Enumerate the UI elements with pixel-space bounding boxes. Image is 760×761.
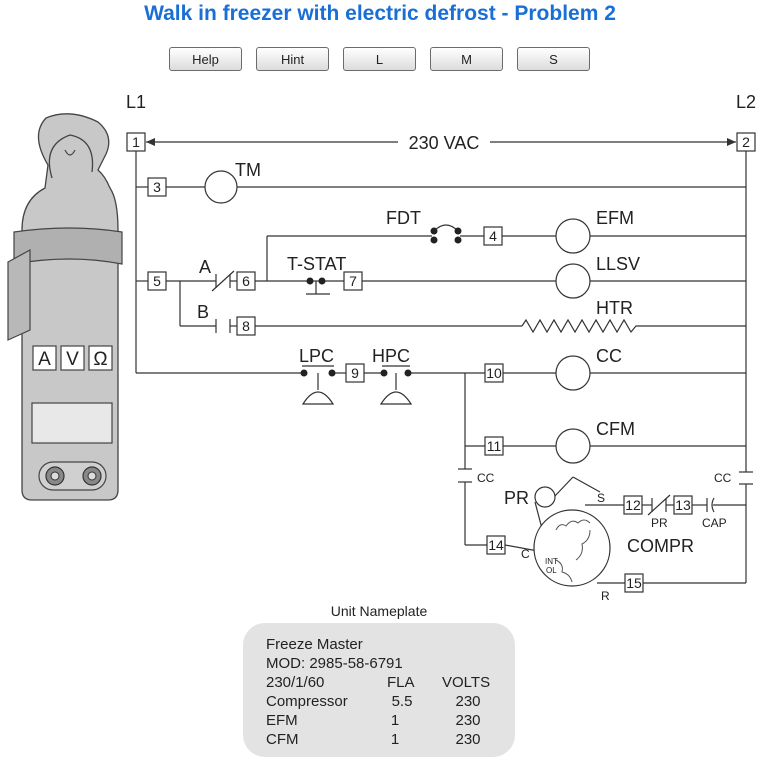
s-button[interactable]: S (517, 47, 590, 71)
terminal-13-label: 13 (675, 497, 691, 513)
terminal-11 (484, 436, 504, 456)
meter-ohms-button[interactable] (88, 345, 113, 371)
cc-contact-right-label: CC (714, 471, 732, 485)
common-terminal-label: C (521, 547, 530, 561)
ol-label: OL (546, 566, 557, 575)
terminal-7 (343, 271, 363, 291)
terminal-4 (483, 226, 503, 246)
terminal-12-label: 12 (625, 497, 641, 513)
terminal-5 (147, 271, 167, 291)
lpc-label: LPC (299, 346, 334, 366)
nameplate-row-volts: 230 (455, 693, 481, 710)
terminal-2-label: 2 (742, 134, 750, 150)
nameplate-row-volts: 230 (455, 731, 481, 748)
terminal-9-label: 9 (351, 365, 359, 381)
rail-l2-label: L2 (736, 92, 756, 112)
rail-l1-label: L1 (126, 92, 146, 112)
htr-label: HTR (596, 298, 633, 318)
nameplate-caption: Unit Nameplate (330, 603, 428, 619)
pr-contact-label: PR (651, 516, 668, 530)
terminal-14-label: 14 (488, 537, 504, 553)
terminal-5-label: 5 (153, 273, 161, 289)
terminal-14 (486, 535, 506, 555)
terminal-6-label: 6 (242, 273, 250, 289)
cfm-label: CFM (596, 419, 635, 439)
l-button[interactable]: L (343, 47, 416, 71)
terminal-10 (484, 363, 504, 383)
tstat-label: T-STAT (287, 254, 346, 274)
meter-ohms-label: Ω (93, 349, 107, 370)
clamp-meter[interactable]: A V Ω (7, 113, 123, 501)
int-label: INT (545, 557, 558, 566)
unit-nameplate (243, 623, 515, 757)
nameplate-row-name: EFM (266, 712, 298, 729)
meter-display (31, 402, 113, 444)
nameplate-row-fla: 1 (390, 731, 400, 748)
help-button[interactable]: Help (169, 47, 242, 71)
cc-contact-left-label: CC (477, 471, 495, 485)
terminal-3-label: 3 (153, 179, 161, 195)
nameplate-volts-header: VOLTS (442, 674, 491, 691)
meter-amps-button[interactable] (32, 345, 57, 371)
llsv-label: LLSV (596, 254, 640, 274)
voltage-label: 230 VAC (409, 133, 480, 153)
contact-a-label: A (199, 257, 211, 277)
nameplate-row-name: Compressor (266, 693, 348, 710)
run-terminal-label: R (601, 589, 610, 603)
meter-amps-label: A (38, 349, 51, 370)
meter-volts-button[interactable] (60, 345, 85, 371)
page-title: Walk in freezer with electric defrost - … (144, 2, 616, 25)
terminal-1 (126, 132, 146, 152)
cap-label: CAP (702, 516, 727, 530)
terminal-15 (624, 573, 644, 593)
terminal-2 (736, 132, 756, 152)
terminal-7-label: 7 (349, 273, 357, 289)
efm-label: EFM (596, 208, 634, 228)
nameplate-supply: 230/1/60 (266, 674, 325, 691)
nameplate-model: MOD: 2985-58-6791 (266, 655, 403, 672)
nameplate-row-fla: 1 (390, 712, 400, 729)
start-terminal-label: S (597, 491, 605, 505)
terminal-3 (147, 177, 167, 197)
terminal-12 (623, 495, 643, 515)
terminal-1-label: 1 (132, 134, 140, 150)
m-button[interactable]: M (430, 47, 503, 71)
nameplate-row-name: CFM (266, 731, 299, 748)
meter-volts-label: V (66, 349, 79, 370)
hint-button[interactable]: Hint (256, 47, 329, 71)
nameplate-row-fla: 5.5 (391, 693, 413, 710)
terminal-13 (673, 495, 693, 515)
terminal-15-label: 15 (626, 575, 642, 591)
terminal-9 (345, 363, 365, 383)
nameplate-row-volts: 230 (455, 712, 481, 729)
terminal-8-label: 8 (242, 318, 250, 334)
terminal-6 (236, 271, 256, 291)
tm-label: TM (235, 160, 261, 180)
terminal-8 (236, 316, 256, 336)
contact-b-label: B (197, 302, 209, 322)
nameplate-fla-header: FLA (387, 674, 415, 691)
terminal-11-label: 11 (487, 438, 502, 454)
terminal-10-label: 10 (486, 365, 502, 381)
cc-label: CC (596, 346, 622, 366)
hpc-label: HPC (372, 346, 410, 366)
fdt-label: FDT (386, 208, 421, 228)
nameplate-brand: Freeze Master (266, 636, 363, 653)
pr-coil-label: PR (504, 488, 529, 508)
terminal-4-label: 4 (489, 228, 497, 244)
compressor-label: COMPR (627, 536, 694, 556)
